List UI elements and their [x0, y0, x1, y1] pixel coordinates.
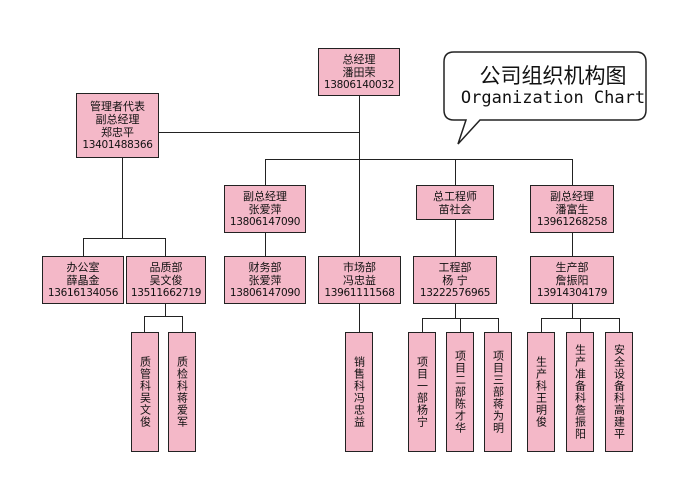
connector [265, 159, 266, 185]
section-label: 项目三部蒋为明 [491, 350, 505, 434]
connector [359, 96, 360, 314]
box-phone: 13616134056 [47, 286, 119, 299]
box-line: 市场部 [343, 260, 376, 274]
box-line: 生产部 [555, 260, 589, 274]
box-line: 詹振阳 [555, 273, 589, 287]
project-1-box: 项目一部杨宁 [408, 332, 436, 452]
box-phone: 13806147090 [229, 286, 301, 299]
box-line: 潘田荣 [342, 65, 376, 79]
section-label: 生产科王明俊 [534, 356, 548, 428]
connector [83, 238, 165, 239]
section-label: 质检科蒋爱军 [175, 356, 189, 428]
box-phone: 13511662719 [130, 286, 202, 299]
box-line: 吴文俊 [149, 273, 183, 287]
connector [144, 316, 145, 332]
engineering-dept-box: 工程部 杨 宁 13222576965 [413, 256, 497, 304]
connector [265, 159, 572, 160]
connector [122, 158, 123, 238]
safety-equipment-section-box: 安全设备科高建平 [605, 332, 633, 452]
connector [182, 316, 183, 332]
box-phone: 13961111568 [324, 286, 395, 299]
connector [572, 233, 573, 256]
section-label: 安全设备科高建平 [612, 344, 626, 440]
connector [159, 132, 359, 133]
box-line: 管理者代表 [90, 99, 145, 113]
vice-gm-pan-box: 副总经理 潘富生 13961268258 [530, 185, 614, 233]
finance-dept-box: 财务部 张爱萍 13806147090 [224, 256, 306, 304]
connector [541, 318, 542, 332]
connector [165, 238, 166, 256]
connector [460, 318, 461, 332]
connector [83, 238, 84, 256]
title-speech-bubble [443, 51, 647, 145]
section-label: 销售科冯忠益 [352, 356, 366, 428]
box-line: 总工程师 [433, 189, 477, 203]
box-line: 工程部 [438, 260, 472, 274]
box-line: 张爱萍 [248, 273, 282, 287]
box-line: 潘富生 [555, 202, 589, 216]
box-line: 品质部 [149, 260, 183, 274]
connector [359, 304, 360, 332]
section-label: 项目一部杨宁 [415, 356, 429, 428]
qm-section-box: 质管科吴文俊 [131, 332, 159, 452]
chief-engineer-box: 总工程师 苗社会 [416, 185, 494, 220]
box-line: 副总经理 [243, 189, 287, 203]
connector [619, 318, 620, 332]
section-label: 项目二部陈才华 [453, 350, 467, 434]
production-prep-section-box: 生产准备科詹振阳 [566, 332, 594, 452]
connector [455, 220, 456, 256]
box-line: 薛晶金 [66, 273, 100, 287]
box-line: 副总经理 [95, 112, 140, 126]
connector [165, 304, 166, 316]
box-line: 办公室 [66, 260, 100, 274]
connector [455, 159, 456, 185]
management-rep-box: 管理者代表 副总经理 郑忠平 13401488366 [76, 93, 159, 158]
general-manager-box: 总经理 潘田荣 13806140032 [318, 48, 400, 96]
chart-title-en: Organization Chart [460, 88, 646, 108]
chart-title-cn: 公司组织机构图 [479, 64, 627, 88]
market-dept-box: 市场部 冯忠益 13961111568 [318, 256, 401, 304]
production-section-box: 生产科王明俊 [527, 332, 555, 452]
quality-dept-box: 品质部 吴文俊 13511662719 [126, 256, 206, 304]
box-line: 杨 宁 [442, 273, 468, 287]
connector [455, 304, 456, 318]
box-line: 苗社会 [438, 202, 472, 216]
connector [572, 159, 573, 185]
connector [144, 316, 182, 317]
box-phone: 13222576965 [419, 286, 491, 299]
box-phone: 13806140032 [323, 78, 395, 91]
box-line: 财务部 [248, 260, 282, 274]
qc-section-box: 质检科蒋爱军 [168, 332, 196, 452]
production-dept-box: 生产部 詹振阳 13914304179 [530, 256, 614, 304]
box-line: 郑忠平 [101, 125, 134, 139]
connector [265, 233, 266, 256]
box-line: 张爱萍 [248, 202, 282, 216]
section-label: 质管科吴文俊 [138, 356, 152, 428]
connector [498, 318, 499, 332]
connector [422, 318, 423, 332]
vice-gm-zhang-box: 副总经理 张爱萍 13806147090 [224, 185, 306, 233]
section-label: 生产准备科詹振阳 [573, 344, 587, 440]
box-line: 冯忠益 [343, 273, 376, 287]
connector [572, 304, 573, 318]
connector [580, 318, 581, 332]
project-3-box: 项目三部蒋为明 [484, 332, 512, 452]
box-line: 总经理 [342, 52, 376, 66]
box-phone: 13401488366 [82, 138, 153, 151]
project-2-box: 项目二部陈才华 [446, 332, 474, 452]
office-box: 办公室 薛晶金 13616134056 [42, 256, 124, 304]
box-line: 副总经理 [550, 189, 594, 203]
box-phone: 13806147090 [229, 215, 301, 228]
box-phone: 13914304179 [536, 286, 608, 299]
sales-section-box: 销售科冯忠益 [345, 332, 373, 452]
box-phone: 13961268258 [536, 215, 608, 228]
